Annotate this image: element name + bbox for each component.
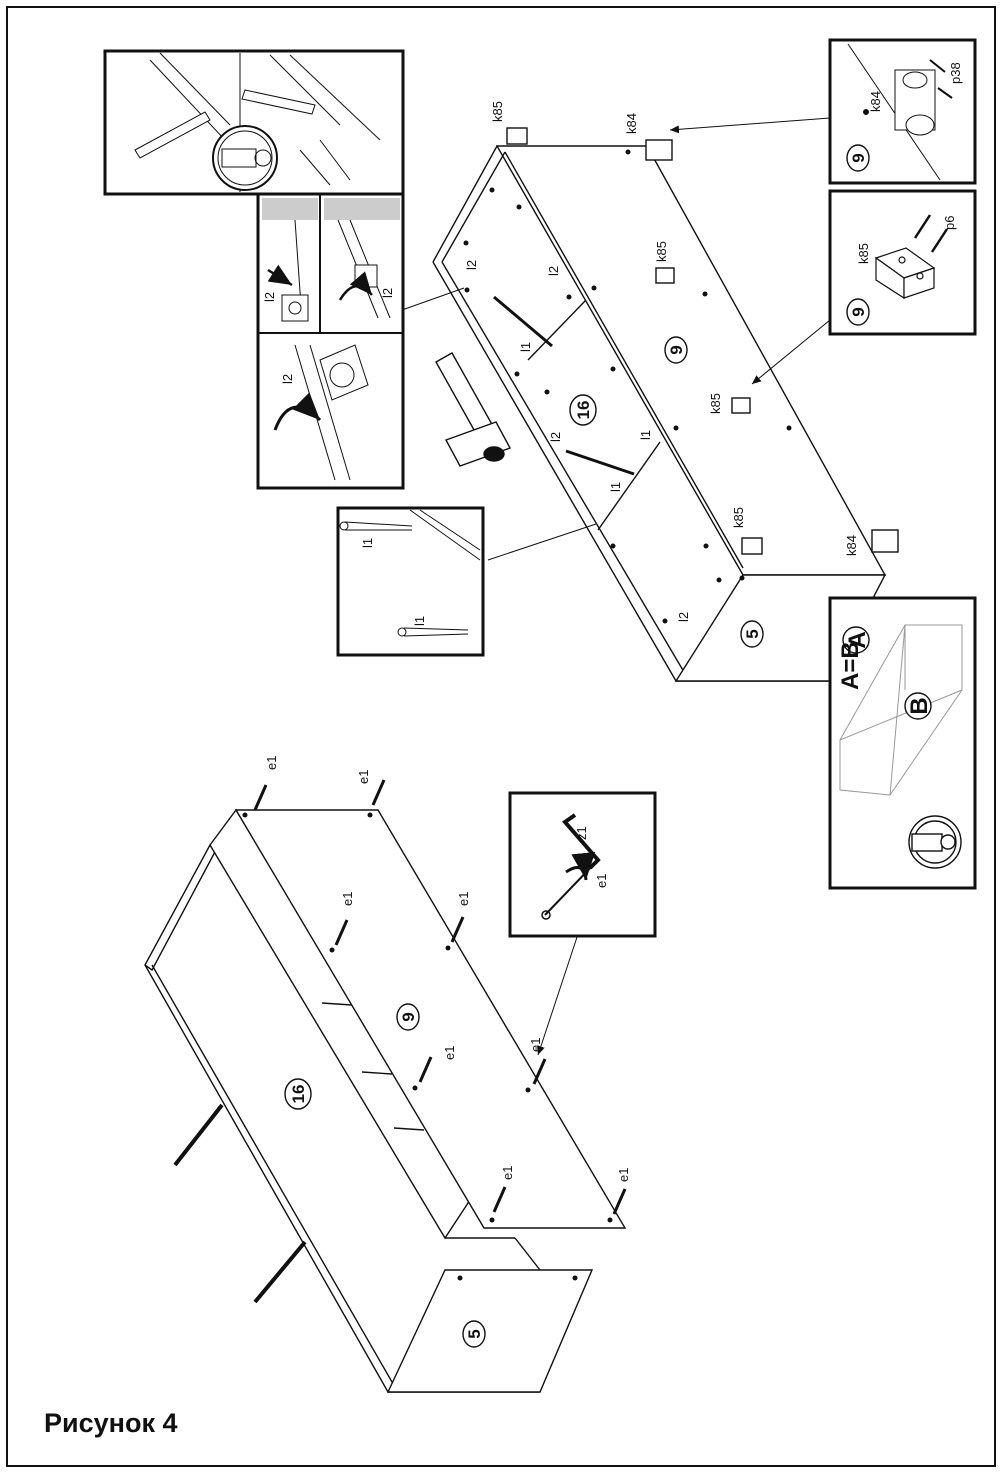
label-z1: z1 bbox=[574, 826, 589, 840]
part-9-block-detail: 9 bbox=[849, 307, 868, 316]
label-e1-6: e1 bbox=[528, 1038, 543, 1052]
label-e1-5: e1 bbox=[442, 1046, 457, 1060]
lower-part-numbers bbox=[284, 1003, 486, 1348]
label-l2-detail-a: l2 bbox=[262, 292, 277, 302]
label-e1-4: e1 bbox=[456, 892, 471, 906]
label-e1-3: e1 bbox=[340, 892, 355, 906]
part-9-upper: 9 bbox=[667, 345, 686, 354]
detail-diagonal-check: A=B B A bbox=[828, 596, 977, 890]
label-k84-top: k84 bbox=[624, 113, 639, 134]
label-l1-b: l1 bbox=[638, 430, 653, 440]
lower-screw-labels: e1 e1 e1 e1 e1 e1 e1 e1 bbox=[264, 756, 631, 1182]
label-e1-8: e1 bbox=[616, 1168, 631, 1182]
label-k85-detail: k85 bbox=[856, 243, 871, 264]
lower-carcass bbox=[144, 779, 627, 1393]
label-l1-nail-b: l1 bbox=[412, 616, 427, 626]
label-k85-middle: k85 bbox=[654, 241, 669, 262]
label-e1-key: e1 bbox=[594, 874, 609, 888]
label-l2-d: l2 bbox=[676, 612, 691, 622]
equation-a-equals-b: A=B bbox=[837, 641, 864, 690]
part-16-upper: 16 bbox=[574, 401, 593, 420]
label-e1-7: e1 bbox=[500, 1166, 515, 1180]
label-l1-a: l1 bbox=[518, 342, 533, 352]
label-l2-c: l2 bbox=[548, 432, 563, 442]
part-9-lower: 9 bbox=[399, 1012, 418, 1021]
part-9-hinge-detail: 9 bbox=[849, 153, 868, 162]
label-p38-detail: p38 bbox=[948, 62, 963, 84]
detail-hinge-k84: 9 k84 p38 bbox=[828, 38, 977, 185]
label-p6-detail: p6 bbox=[942, 216, 957, 230]
label-k85-top: k85 bbox=[490, 101, 505, 122]
label-l2-detail-c: l2 bbox=[280, 374, 295, 384]
detail-nails: l1 l1 bbox=[336, 506, 485, 657]
detail-block-k85: 9 k85 p6 bbox=[828, 189, 977, 336]
label-k84-bottom: k84 bbox=[844, 535, 859, 556]
detail-pencil-marking bbox=[103, 49, 405, 196]
detail-cam-tightening: l2 l2 l2 bbox=[256, 192, 405, 490]
label-k85-lower: k85 bbox=[708, 393, 723, 414]
label-l1-c: l1 bbox=[608, 482, 623, 492]
detail-allen-key: z1 e1 bbox=[508, 791, 657, 938]
part-5-upper: 5 bbox=[743, 629, 762, 638]
upper-carcass-labels: k85 k84 k85 k85 k85 k84 l2 l2 l1 l2 l1 l… bbox=[464, 101, 859, 622]
label-k84-detail: k84 bbox=[868, 91, 883, 112]
part-5-lower: 5 bbox=[465, 1329, 484, 1338]
hammer-icon bbox=[435, 352, 512, 467]
label-k85-bottom: k85 bbox=[731, 507, 746, 528]
label-e1-2: e1 bbox=[356, 770, 371, 784]
label-l2-b: l2 bbox=[546, 266, 561, 276]
part-16-lower: 16 bbox=[289, 1085, 308, 1104]
figure-caption: Рисунок 4 bbox=[44, 1408, 178, 1438]
label-l2-a: l2 bbox=[464, 260, 479, 270]
label-diagonal-a: A bbox=[844, 631, 871, 648]
upper-part-numbers bbox=[569, 336, 764, 648]
label-e1-1: e1 bbox=[264, 756, 279, 770]
label-diagonal-b: B bbox=[906, 697, 933, 714]
label-l2-detail-b: l2 bbox=[380, 288, 395, 298]
label-l1-nail-a: l1 bbox=[360, 538, 375, 548]
